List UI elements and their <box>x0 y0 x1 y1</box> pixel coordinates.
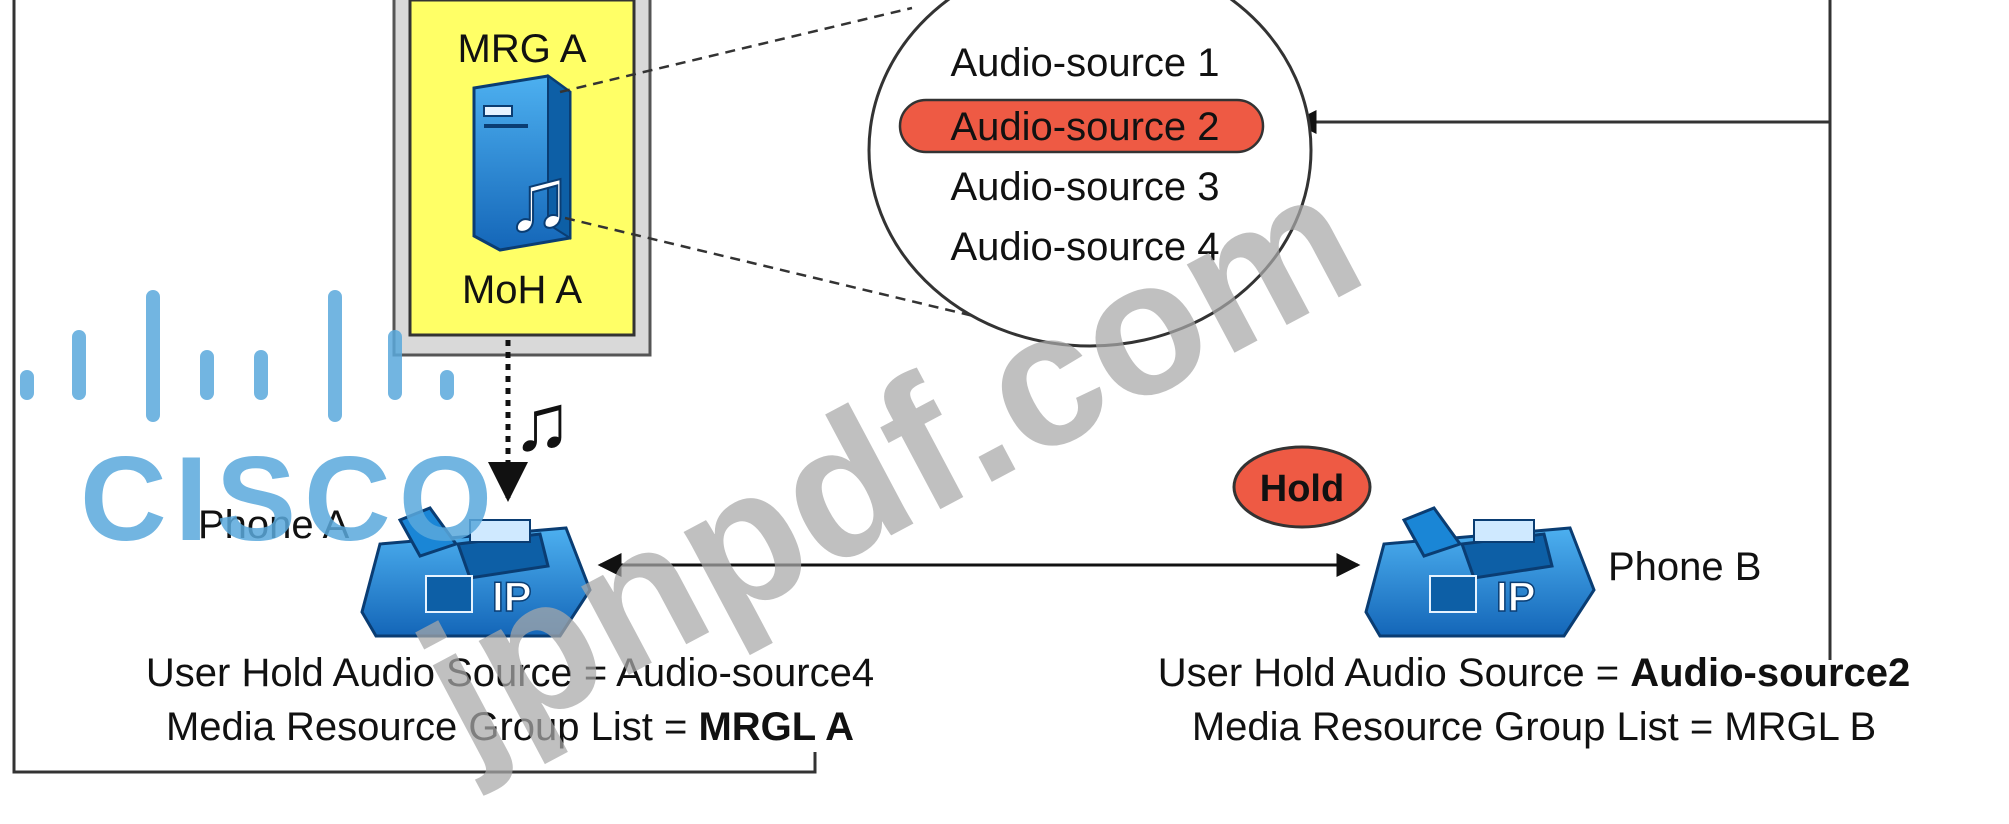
cisco-logo-text: CISCO <box>80 432 500 566</box>
phone-a-name: Phone A <box>198 503 350 547</box>
phone-a-ip-label: IP <box>492 573 532 620</box>
phone-b-name: Phone B <box>1608 545 1761 589</box>
phone-a-hold-audio-line: User Hold Audio Source = Audio-source4 <box>146 651 874 695</box>
hold-badge: Hold <box>1232 445 1372 529</box>
mrg-a-title: MRG A <box>458 27 587 71</box>
moh-a-label: MoH A <box>462 268 582 312</box>
phone-b-mrgl-value: MRGL B <box>1724 705 1876 749</box>
audio-source-3: Audio-source 3 <box>950 165 1219 209</box>
phone-b-icon: IP <box>1364 506 1596 638</box>
phone-a-mrgl-value: MRGL A <box>698 705 854 749</box>
phone-b-hold-audio-value: Audio-source2 <box>1630 651 1910 695</box>
outer-bracket-lines <box>12 0 1832 774</box>
moh-server-icon: ♫ <box>472 74 574 252</box>
audio-source-2-highlight <box>898 98 1265 154</box>
phone-a-mrgl-line: Media Resource Group List = MRGL A <box>166 705 854 749</box>
audio-source-2: Audio-source 2 <box>950 105 1219 149</box>
svg-text:♫: ♫ <box>505 150 573 250</box>
hold-badge-label: Hold <box>1260 468 1344 510</box>
audio-source-1: Audio-source 1 <box>950 41 1219 85</box>
phone-a-hold-audio-value: Audio-source4 <box>616 651 874 695</box>
audio-source-zoom-circle: Audio-source 1 Audio-source 2 Audio-sour… <box>867 0 1313 348</box>
cisco-logo-watermark: CISCO <box>20 290 500 566</box>
phone-a-icon: IP <box>360 506 592 638</box>
moh-stream-arrow: ♫ <box>488 340 572 502</box>
phone-b-hold-audio-line: User Hold Audio Source = Audio-source2 <box>1158 651 1911 695</box>
music-note-icon: ♫ <box>512 378 572 467</box>
phone-b-ip-label: IP <box>1496 573 1536 620</box>
audio-source-4: Audio-source 4 <box>950 225 1219 269</box>
phone-b-mrgl-line: Media Resource Group List = MRGL B <box>1192 705 1876 749</box>
zoom-dashed-lines <box>559 6 1041 334</box>
